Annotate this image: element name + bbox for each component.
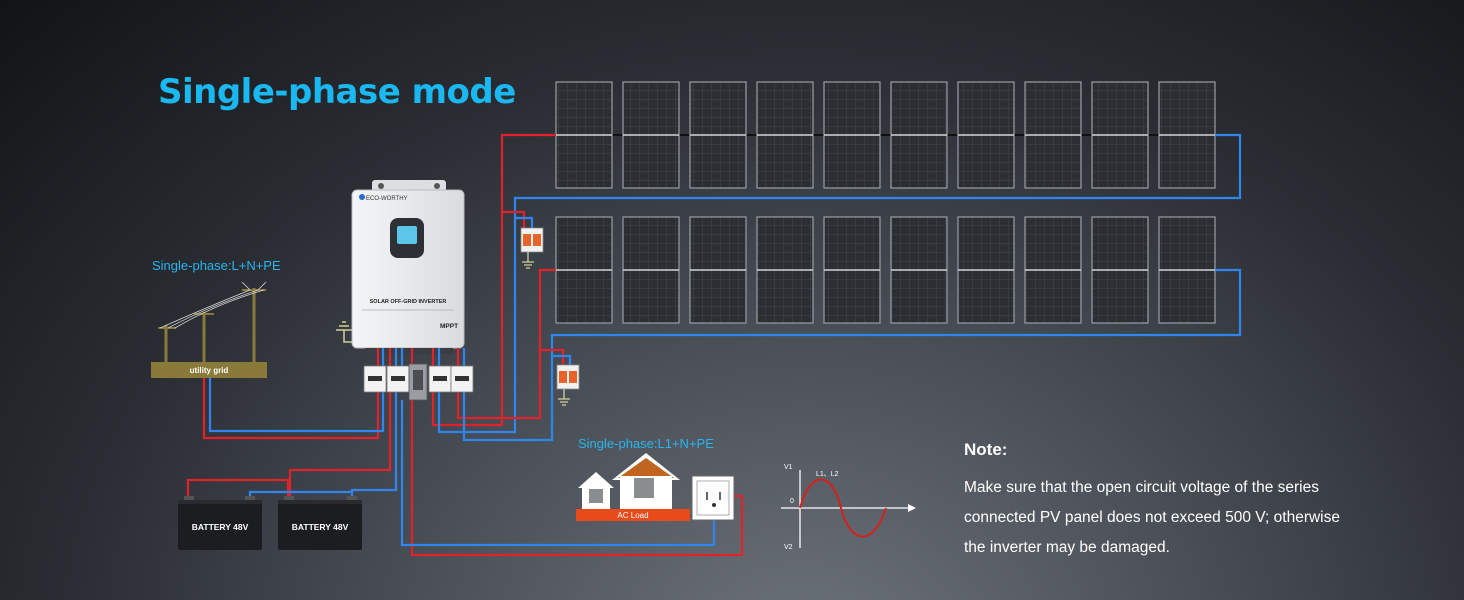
inverter-brand: ECO-WORTHY bbox=[366, 196, 408, 202]
battery-label: BATTERY 48V bbox=[292, 522, 349, 532]
inverter-model: SOLAR OFF-GRID INVERTER bbox=[370, 299, 447, 305]
solar-panel bbox=[689, 81, 747, 189]
solar-panel bbox=[1091, 216, 1149, 324]
breaker-bank bbox=[363, 363, 474, 401]
brand-logo-icon bbox=[359, 194, 365, 200]
ac-waveform-graph: V1 0 L1、L2 V2 bbox=[781, 464, 916, 551]
ac-load-sign bbox=[576, 509, 690, 521]
house-icon bbox=[578, 453, 680, 510]
page-title: Single-phase mode bbox=[158, 72, 516, 112]
battery-1: BATTERY 48V bbox=[178, 496, 262, 550]
waveform-lines-label: L1、L2 bbox=[816, 471, 839, 478]
waveform-v2-label: V2 bbox=[784, 544, 793, 551]
breaker bbox=[386, 365, 410, 393]
utility-grid-label: utility grid bbox=[190, 366, 229, 375]
breaker bbox=[428, 365, 452, 393]
solar-panel bbox=[756, 81, 814, 189]
solar-panel bbox=[1091, 81, 1149, 189]
pv-surge-protector-top bbox=[520, 227, 544, 269]
solar-panel bbox=[890, 81, 948, 189]
solar-panel bbox=[957, 216, 1015, 324]
dc-isolator bbox=[408, 363, 428, 401]
utility-grid-sign bbox=[151, 362, 267, 378]
solar-panel bbox=[823, 81, 881, 189]
solar-panel bbox=[1024, 216, 1082, 324]
solar-panel bbox=[689, 216, 747, 324]
solar-panel bbox=[890, 216, 948, 324]
solar-array-top-row bbox=[555, 81, 1216, 189]
pv-surge-protector-bottom bbox=[556, 364, 580, 406]
inverter-display bbox=[397, 226, 417, 244]
solar-panel bbox=[622, 81, 680, 189]
solar-panel bbox=[1158, 216, 1216, 324]
solar-panel bbox=[756, 216, 814, 324]
note-text: Make sure that the open circuit voltage … bbox=[964, 479, 1340, 556]
solar-panel bbox=[555, 216, 613, 324]
power-outlet-icon bbox=[691, 475, 735, 521]
solar-panel bbox=[622, 216, 680, 324]
solar-panel bbox=[823, 216, 881, 324]
battery-label: BATTERY 48V bbox=[192, 522, 249, 532]
grid-phase-label: Single-phase:L+N+PE bbox=[152, 258, 281, 273]
waveform-v1-label: V1 bbox=[784, 464, 793, 471]
inverter: ECO-WORTHY SOLAR OFF-GRID INVERTER MPPT bbox=[351, 180, 465, 354]
solar-array-bottom-row bbox=[555, 216, 1216, 324]
solar-panel bbox=[1024, 81, 1082, 189]
pv-wires bbox=[431, 133, 1242, 442]
utility-grid-poles bbox=[158, 281, 267, 363]
ac-load-label: AC Load bbox=[617, 511, 648, 520]
waveform-zero-label: 0 bbox=[790, 498, 794, 505]
note-heading: Note: bbox=[964, 440, 1008, 459]
ac-dc-wires bbox=[186, 348, 744, 557]
inverter-ground-icon bbox=[336, 321, 352, 343]
home-phase-label: Single-phase:L1+N+PE bbox=[578, 436, 714, 451]
solar-panel bbox=[957, 81, 1015, 189]
battery-2: BATTERY 48V bbox=[278, 496, 362, 550]
breaker bbox=[450, 365, 474, 393]
solar-panel bbox=[1158, 81, 1216, 189]
breaker bbox=[363, 365, 387, 393]
inverter-mppt-badge: MPPT bbox=[440, 323, 458, 330]
solar-panel bbox=[555, 81, 613, 189]
